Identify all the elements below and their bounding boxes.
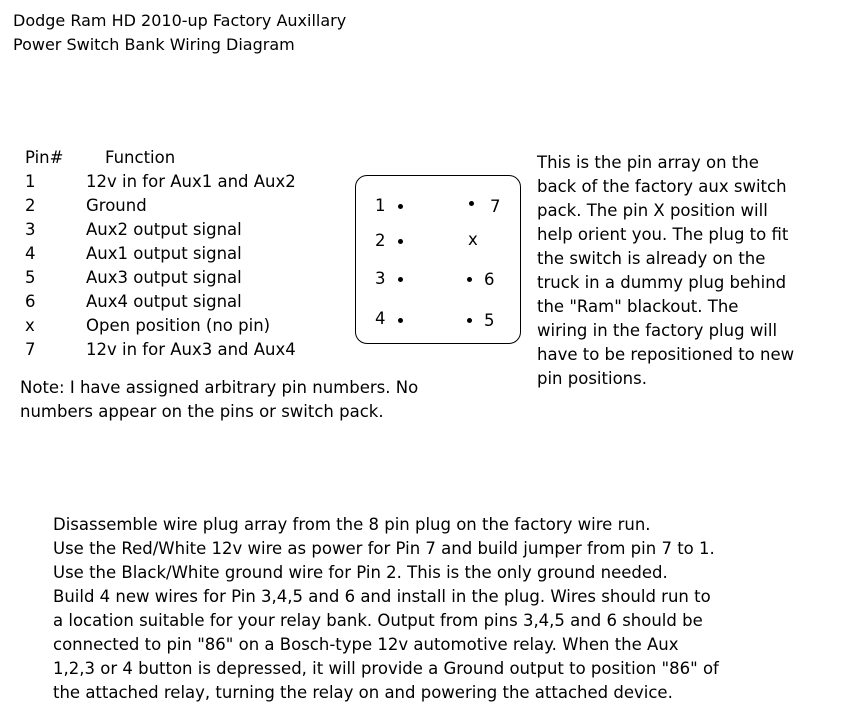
note-line: numbers appear on the pins or switch pac… bbox=[20, 402, 384, 421]
description-line: pack. The pin X position will bbox=[537, 201, 768, 220]
pin-label-7: 7 bbox=[490, 197, 501, 216]
pin-label-x: x bbox=[468, 230, 478, 249]
row-pin: 6 bbox=[25, 292, 36, 311]
instruction-line: the attached relay, turning the relay on… bbox=[53, 683, 673, 702]
description-line: wiring in the factory plug will bbox=[537, 321, 778, 340]
row-pin: 4 bbox=[25, 244, 36, 263]
pin-dot-6 bbox=[467, 277, 472, 282]
description-line: the switch is already on the bbox=[537, 249, 766, 268]
description-line: have to be repositioned to new bbox=[537, 345, 795, 364]
description-line: pin positions. bbox=[537, 369, 647, 388]
row-function: Aux3 output signal bbox=[86, 268, 242, 287]
title-line-2: Power Switch Bank Wiring Diagram bbox=[13, 35, 295, 54]
header-pin: Pin# bbox=[25, 148, 64, 167]
instruction-line: Use the Red/White 12v wire as power for … bbox=[53, 539, 715, 558]
pin-array-diagram: 1 7 2 x 3 6 4 5 bbox=[355, 175, 521, 344]
pin-dot-2 bbox=[398, 239, 403, 244]
row-function: 12v in for Aux1 and Aux2 bbox=[86, 172, 296, 191]
row-function: Aux4 output signal bbox=[86, 292, 242, 311]
row-function: 12v in for Aux3 and Aux4 bbox=[86, 340, 296, 359]
pin-dot-5 bbox=[467, 318, 472, 323]
description-line: truck in a dummy plug behind bbox=[537, 273, 787, 292]
row-pin: 1 bbox=[25, 172, 36, 191]
pin-dot-3 bbox=[398, 277, 403, 282]
pin-label-2: 2 bbox=[375, 231, 386, 250]
wiring-instructions: Disassemble wire plug array from the 8 p… bbox=[53, 513, 719, 705]
row-function: Ground bbox=[86, 196, 147, 215]
description-line: back of the factory aux switch bbox=[537, 177, 787, 196]
pin-label-5: 5 bbox=[484, 311, 495, 330]
pin-dot-1 bbox=[398, 204, 403, 209]
row-pin: 7 bbox=[25, 340, 36, 359]
row-function: Aux2 output signal bbox=[86, 220, 242, 239]
row-pin: 5 bbox=[25, 268, 36, 287]
pin-dot-4 bbox=[398, 318, 403, 323]
instruction-line: a location suitable for your relay bank.… bbox=[53, 611, 703, 630]
pin-label-4: 4 bbox=[375, 309, 386, 328]
pin-label-3: 3 bbox=[375, 269, 386, 288]
row-function: Aux1 output signal bbox=[86, 244, 242, 263]
instruction-line: Disassemble wire plug array from the 8 p… bbox=[53, 515, 651, 534]
pin-label-6: 6 bbox=[484, 270, 495, 289]
row-pin: x bbox=[25, 316, 35, 335]
description-line: This is the pin array on the bbox=[537, 153, 759, 172]
row-pin: 2 bbox=[25, 196, 36, 215]
instruction-line: Use the Black/White ground wire for Pin … bbox=[53, 563, 668, 582]
header-function: Function bbox=[105, 148, 176, 167]
instruction-line: 1,2,3 or 4 button is depressed, it will … bbox=[53, 659, 719, 678]
row-function: Open position (no pin) bbox=[86, 316, 271, 335]
note-line: Note: I have assigned arbitrary pin numb… bbox=[20, 378, 419, 397]
instruction-line: Build 4 new wires for Pin 3,4,5 and 6 an… bbox=[53, 587, 711, 606]
pin-array-description: This is the pin array on the back of the… bbox=[537, 151, 794, 391]
pin-label-1: 1 bbox=[375, 196, 386, 215]
diagram-title: Dodge Ram HD 2010-up Factory Auxillary P… bbox=[13, 9, 346, 57]
title-line-1: Dodge Ram HD 2010-up Factory Auxillary bbox=[13, 11, 347, 30]
description-line: help orient you. The plug to fit bbox=[537, 225, 789, 244]
description-line: the "Ram" blackout. The bbox=[537, 297, 739, 316]
instruction-line: connected to pin "86" on a Bosch-type 12… bbox=[53, 635, 679, 654]
pin-dot-7 bbox=[469, 201, 474, 206]
pin-number-note: Note: I have assigned arbitrary pin numb… bbox=[20, 376, 418, 424]
row-pin: 3 bbox=[25, 220, 36, 239]
